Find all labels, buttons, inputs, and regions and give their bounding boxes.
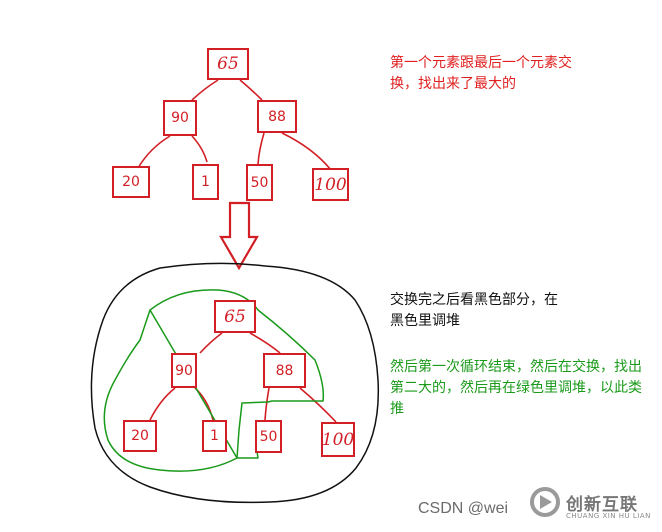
bottom-node-left: 90 — [171, 353, 197, 388]
brand-subtitle: CHUANG XIN HU LIAN — [566, 512, 651, 520]
edge-65-88 — [239, 79, 263, 101]
edge-88-100 — [281, 132, 332, 171]
edge-88-100-b — [299, 387, 337, 423]
top-tree-edges — [137, 79, 332, 171]
top-node-lr: 1 — [192, 164, 219, 200]
edge-90-1-b — [194, 387, 214, 421]
edge-90-20-b — [149, 387, 176, 421]
green-region-outline — [103, 289, 325, 472]
edge-90-20 — [137, 135, 171, 169]
bottom-node-lr: 1 — [202, 420, 227, 452]
top-node-ll: 20 — [112, 166, 150, 198]
top-node-left: 90 — [163, 100, 197, 136]
top-node-rl: 50 — [246, 164, 273, 201]
bottom-node-rr: 100 — [321, 422, 355, 457]
down-arrow-icon — [219, 201, 259, 271]
bottom-node-right: 88 — [263, 353, 306, 388]
top-node-right: 88 — [257, 100, 297, 133]
bottom-node-ll: 20 — [123, 420, 157, 452]
csdn-watermark: CSDN @wei — [418, 500, 509, 517]
edge-88-50 — [257, 132, 265, 165]
edge-65-90-b — [199, 332, 223, 354]
edge-65-88-b — [249, 332, 281, 354]
brand-name: 创新互联 — [566, 495, 638, 515]
next-round-note: 然后第一次循环结束，然后在交换，找出第二大的，然后再在绿色里调堆，以此类推 — [390, 359, 642, 417]
brand-logo-icon — [530, 487, 560, 517]
top-node-rr: 100 — [312, 168, 349, 201]
bottom-node-root: 65 — [214, 300, 256, 333]
after-swap-note: 交换完之后看黑色部分，在黑色里调堆 — [390, 292, 558, 329]
swap-note: 第一个元素跟最后一个元素交换，找出来了最大的 — [390, 55, 572, 92]
black-region-outline — [90, 262, 380, 504]
top-node-root: 65 — [207, 48, 249, 80]
edge-90-1 — [191, 135, 208, 163]
edge-88-50-b — [264, 387, 270, 421]
bottom-node-rl: 50 — [255, 420, 282, 453]
edge-65-90 — [191, 79, 219, 101]
